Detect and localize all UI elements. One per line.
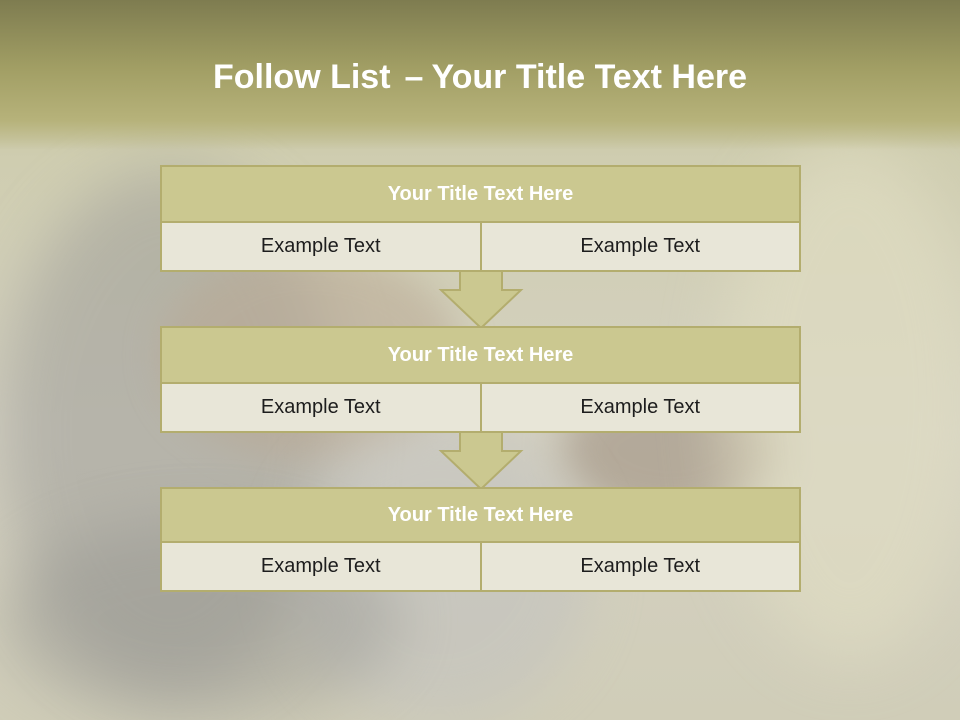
slide-title: Follow List–Your Title Text Here — [0, 55, 960, 99]
block-row: Example Text Example Text — [160, 384, 801, 433]
block-cell-right: Example Text — [480, 223, 801, 272]
title-bold: Follow List — [213, 58, 391, 96]
block-row: Example Text Example Text — [160, 223, 801, 272]
block-cell-left: Example Text — [160, 384, 481, 433]
follow-block-1: Your Title Text Here Example Text Exampl… — [160, 165, 801, 272]
follow-block-2: Your Title Text Here Example Text Exampl… — [160, 326, 801, 433]
block-title: Your Title Text Here — [160, 487, 801, 543]
block-cell-right: Example Text — [480, 543, 801, 592]
down-arrow-icon — [438, 270, 524, 330]
block-cell-right: Example Text — [480, 384, 801, 433]
title-band — [0, 0, 960, 150]
block-cell-left: Example Text — [160, 223, 481, 272]
title-rest: Your Title Text Here — [431, 58, 747, 96]
block-cell-left: Example Text — [160, 543, 481, 592]
block-row: Example Text Example Text — [160, 543, 801, 592]
block-title: Your Title Text Here — [160, 165, 801, 223]
title-separator: – — [404, 58, 424, 96]
down-arrow-icon — [438, 431, 524, 491]
follow-block-3: Your Title Text Here Example Text Exampl… — [160, 487, 801, 592]
block-title: Your Title Text Here — [160, 326, 801, 384]
